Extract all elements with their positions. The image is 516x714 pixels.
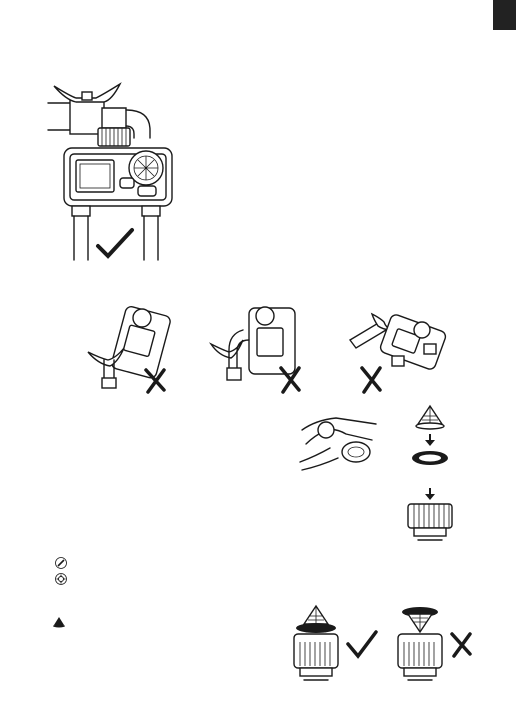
wrong-orientation-3-figure bbox=[340, 300, 450, 400]
filter-assembly-figure bbox=[406, 404, 456, 544]
screwdriver-icon bbox=[55, 557, 67, 569]
filter-orientation-wrong-figure bbox=[394, 604, 480, 686]
wrong-orientation-2-figure bbox=[205, 300, 310, 400]
wrong-orientation-1-figure bbox=[80, 300, 180, 400]
faucet-mount-correct-figure bbox=[40, 78, 200, 263]
language-tab bbox=[493, 0, 516, 30]
filter-icon bbox=[52, 616, 66, 628]
gear-icon bbox=[55, 573, 67, 585]
filter-orientation-correct-figure bbox=[290, 604, 380, 686]
connector-install-figure bbox=[296, 400, 388, 480]
